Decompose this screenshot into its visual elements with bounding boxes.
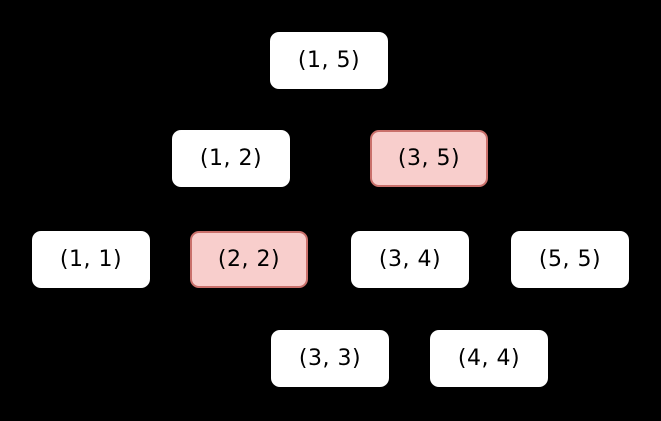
tree-node-3-5: (3, 5) [370, 130, 488, 187]
tree-node-3-4: (3, 4) [351, 231, 469, 288]
tree-node-1-5: (1, 5) [270, 32, 388, 89]
tree-node-5-5: (5, 5) [511, 231, 629, 288]
tree-node-3-3: (3, 3) [271, 330, 389, 387]
tree-node-1-2: (1, 2) [172, 130, 290, 187]
tree-node-1-1: (1, 1) [32, 231, 150, 288]
tree-node-4-4: (4, 4) [430, 330, 548, 387]
tree-node-2-2: (2, 2) [190, 231, 308, 288]
